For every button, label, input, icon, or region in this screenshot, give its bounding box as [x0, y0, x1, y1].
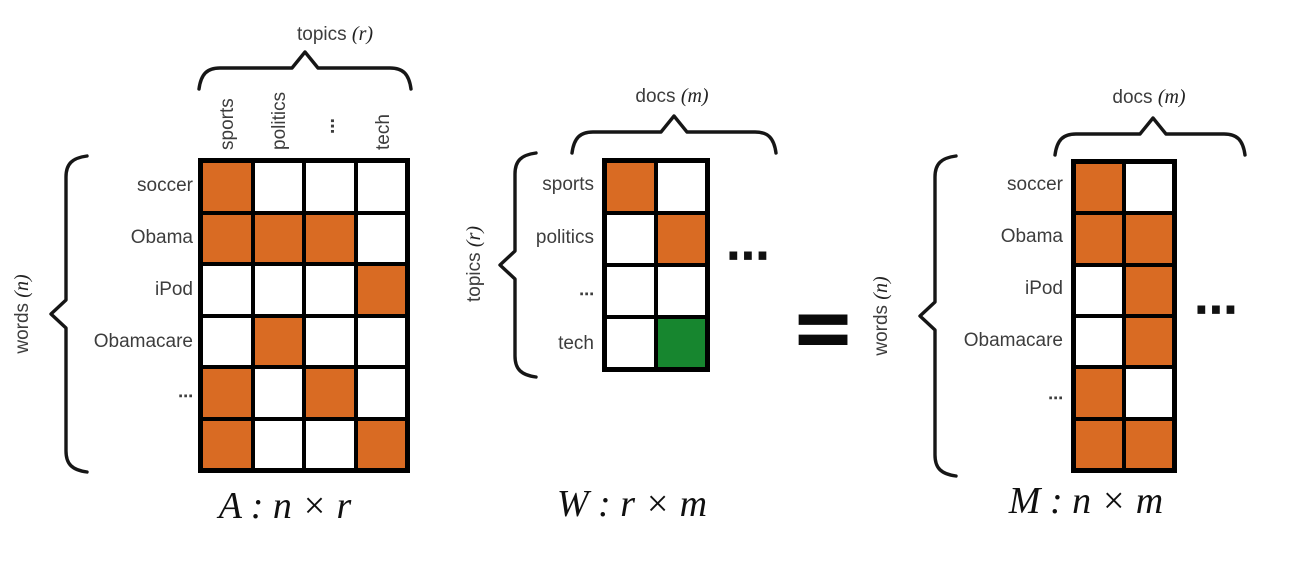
- equals-sign: =: [790, 276, 856, 380]
- matrix-cell: [1076, 369, 1122, 417]
- row-label-ellipsis: ⋯: [178, 387, 193, 405]
- matrix-m-side-brace-label: words (n): [870, 156, 892, 476]
- row-label-obama: Obama: [1000, 226, 1063, 247]
- col-label-tech: tech: [373, 114, 394, 150]
- matrix-cell: [203, 420, 251, 468]
- top-label-var: (r): [351, 23, 374, 45]
- matrix-cell: [1126, 420, 1172, 468]
- left-brace-icon: [918, 154, 958, 478]
- row-label-sports: sports: [542, 174, 594, 195]
- matrix-w-continuation-dots: ⋯: [726, 231, 774, 282]
- matrix-cell: [203, 317, 251, 365]
- matrix-a-caption: A : n × r: [218, 485, 352, 527]
- matrix-cell: [607, 215, 654, 263]
- row-label-ellipsis: ⋯: [1048, 389, 1063, 407]
- matrix-a-grid: [198, 158, 410, 473]
- row-label-tech: tech: [558, 333, 594, 354]
- top-label-text: docs: [635, 86, 676, 107]
- matrix-cell: [254, 214, 302, 262]
- row-label-obama: Obama: [130, 227, 193, 248]
- top-label-text: topics: [296, 24, 347, 45]
- side-label-text: words: [12, 302, 33, 354]
- matrix-w-grid: [602, 158, 710, 372]
- matrix-a-side-brace-label: words (n): [11, 154, 33, 474]
- matrix-cell: [306, 369, 354, 417]
- matrix-a-top-brace-label: topics (r): [235, 22, 435, 46]
- matrix-cell: [658, 163, 705, 211]
- matrix-cell: [357, 369, 405, 417]
- matrix-cell: [1126, 369, 1172, 417]
- row-label-obamacare: Obamacare: [963, 330, 1063, 351]
- row-label-obamacare: Obamacare: [93, 331, 193, 352]
- matrix-cell: [203, 369, 251, 417]
- matrix-cell: [254, 163, 302, 211]
- matrix-cell: [254, 420, 302, 468]
- matrix-m-caption: M : n × m: [1008, 480, 1164, 522]
- top-brace-icon: [1053, 116, 1247, 157]
- matrix-cell: [607, 319, 654, 367]
- matrix-cell: [357, 420, 405, 468]
- left-brace-icon: [498, 151, 538, 379]
- matrix-cell: [1076, 215, 1122, 263]
- matrix-cell: [357, 266, 405, 314]
- row-label-ellipsis: ⋯: [579, 285, 594, 303]
- matrix-w-caption: W : r × m: [556, 483, 708, 525]
- matrix-cell: [1126, 164, 1172, 212]
- matrix-cell: [607, 163, 654, 211]
- top-brace-icon: [197, 50, 413, 91]
- row-label-soccer: soccer: [1007, 174, 1063, 195]
- matrix-cell: [357, 163, 405, 211]
- row-label-ipod: iPod: [1024, 278, 1063, 299]
- top-label-var: (m): [1157, 86, 1186, 108]
- matrix-cell: [1076, 317, 1122, 366]
- matrix-cell: [203, 214, 251, 262]
- matrix-cell: [254, 369, 302, 417]
- row-label-soccer: soccer: [137, 175, 193, 196]
- matrix-m-grid: [1071, 159, 1177, 473]
- matrix-m-continuation-dots: ⋯: [1194, 285, 1242, 336]
- matrix-cell: [306, 214, 354, 262]
- matrix-m-top-brace-label: docs (m): [1049, 85, 1249, 109]
- matrix-cell: [203, 163, 251, 211]
- matrix-w-top-brace-label: docs (m): [572, 84, 772, 108]
- matrix-cell: [254, 266, 302, 314]
- row-label-politics: politics: [535, 227, 594, 248]
- matrix-cell: [658, 215, 705, 263]
- left-brace-icon: [49, 154, 89, 474]
- matrix-cell: [1076, 420, 1122, 468]
- row-label-ipod: iPod: [154, 279, 193, 300]
- side-label-text: words: [871, 304, 892, 356]
- matrix-cell: [1076, 164, 1122, 212]
- col-label-ellipsis: ⋯: [323, 118, 342, 134]
- top-label-var: (m): [680, 85, 709, 107]
- matrix-cell: [1126, 317, 1172, 366]
- matrix-cell: [306, 420, 354, 468]
- matrix-cell: [306, 163, 354, 211]
- side-label-var: (n): [870, 276, 892, 300]
- matrix-cell: [357, 214, 405, 262]
- matrix-cell: [357, 317, 405, 365]
- matrix-cell: [658, 319, 705, 367]
- matrix-cell: [306, 317, 354, 365]
- col-label-politics: politics: [269, 91, 290, 150]
- matrix-cell: [658, 267, 705, 315]
- top-brace-icon: [570, 114, 778, 155]
- matrix-cell: [1126, 266, 1172, 314]
- matrix-cell: [203, 266, 251, 314]
- top-label-text: docs: [1112, 87, 1153, 108]
- matrix-cell: [1126, 215, 1172, 263]
- col-label-sports: sports: [217, 98, 238, 150]
- matrix-cell: [607, 267, 654, 315]
- matrix-cell: [306, 266, 354, 314]
- matrix-cell: [1076, 266, 1122, 314]
- matrix-cell: [254, 317, 302, 365]
- side-label-var: (n): [11, 274, 33, 298]
